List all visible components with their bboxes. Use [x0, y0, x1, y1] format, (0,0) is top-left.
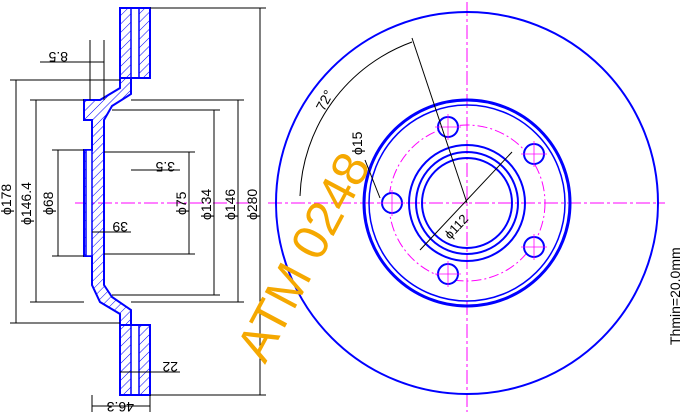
dim-angle: 72°	[313, 87, 337, 113]
section-view: ϕ178 ϕ146.4 ϕ68 ϕ75 ϕ134 ϕ146 ϕ280 8.5 3…	[0, 7, 266, 415]
hub-ring-mid	[415, 151, 519, 255]
dim-d146: ϕ146	[222, 189, 238, 220]
dim-offset: 46.3	[107, 399, 134, 415]
dim-d280: ϕ280	[244, 189, 260, 220]
friction-ring-top	[119, 7, 151, 79]
hub-bore	[85, 149, 93, 257]
hat-outer-edge	[362, 98, 572, 308]
hub-ring-outer	[408, 144, 526, 262]
section-dimension-lines	[10, 7, 266, 412]
dim-d68: ϕ68	[40, 191, 56, 215]
bolt-hole-centermarks	[379, 114, 547, 287]
dim-d75: ϕ75	[173, 191, 189, 215]
min-thickness-note: Thmin=20.0mm	[667, 247, 683, 345]
dim-bolt-hole: ϕ15	[349, 131, 365, 155]
watermark-text: ATM 0248	[225, 143, 381, 370]
friction-ring-bottom	[119, 324, 151, 396]
dim-flange: 3.5	[155, 159, 175, 175]
hat-inner-edge	[368, 104, 566, 302]
vent-channel-top	[130, 7, 140, 79]
dim-d146-4: ϕ146.4	[18, 182, 34, 225]
disc-outer-edge	[275, 11, 659, 395]
hub-bore-circle	[421, 157, 513, 249]
pitch-circle	[388, 124, 546, 282]
dim-d134: ϕ134	[198, 189, 214, 220]
front-dimension-lines	[299, 37, 513, 251]
dim-hat-depth: 8.5	[48, 49, 68, 65]
vent-channel-bottom	[130, 324, 140, 396]
dim-d178: ϕ178	[0, 184, 14, 215]
hat-section	[83, 77, 132, 326]
dim-thickness: 22	[162, 359, 178, 375]
bolt-holes	[381, 116, 545, 285]
dim-hub-height: 39	[112, 219, 128, 235]
